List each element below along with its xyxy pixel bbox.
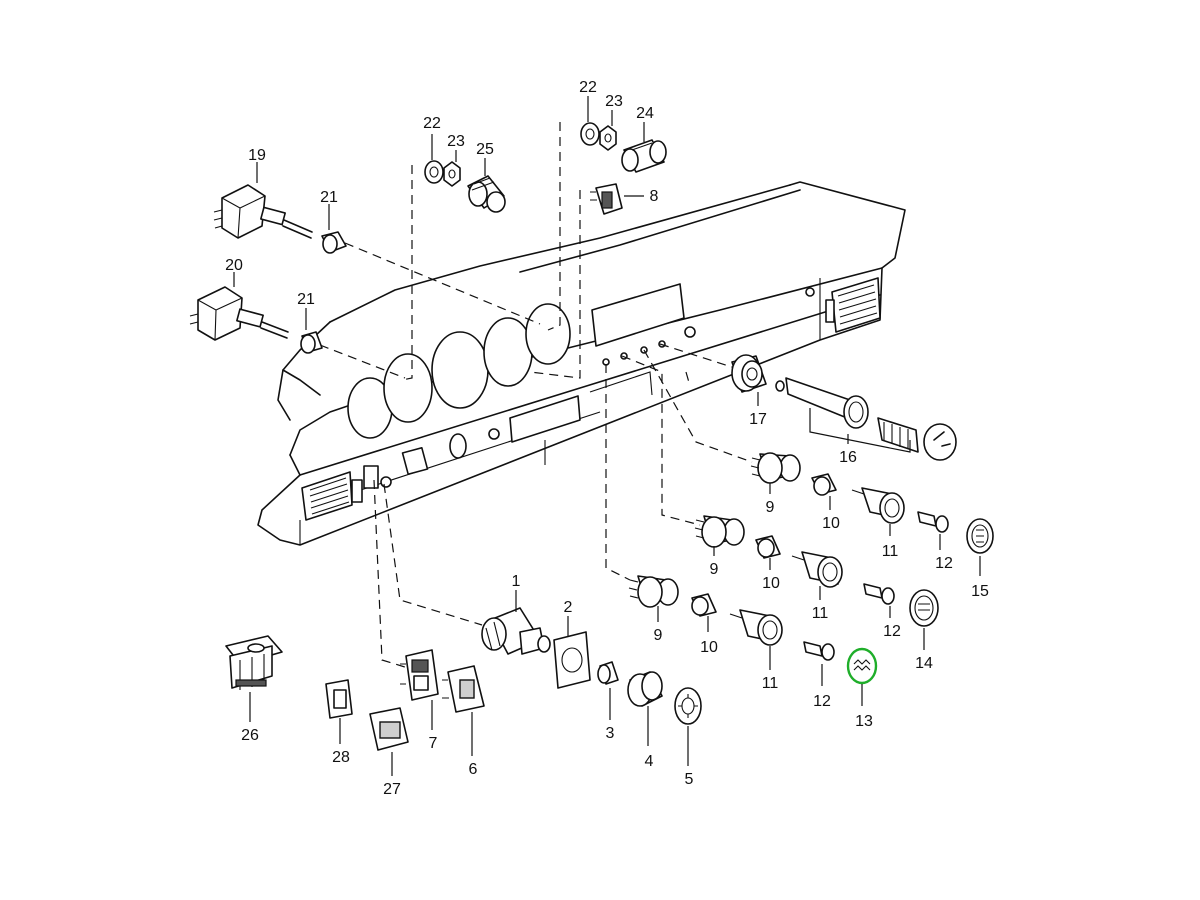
part-14-lens xyxy=(909,589,939,627)
label-7: 7 xyxy=(429,735,438,752)
part-25-knob xyxy=(467,175,506,213)
center-opening xyxy=(509,395,581,443)
label-11-upper: 11 xyxy=(882,543,899,560)
part-5-lens xyxy=(674,687,702,725)
part-6-rocker-switch xyxy=(442,665,485,713)
part-3-nut xyxy=(597,661,619,685)
left-air-vent xyxy=(301,471,363,521)
assembly-lines xyxy=(319,122,753,669)
part-8-switch xyxy=(590,183,623,215)
switch-cutout-1 xyxy=(363,465,379,489)
label-23-left: 23 xyxy=(447,133,465,150)
part-19-headlight-switch xyxy=(213,184,313,239)
gauge-right xyxy=(483,317,533,387)
part-13-symbol-lens xyxy=(846,647,878,685)
part-17-knob xyxy=(731,354,767,393)
part-11-lamp-lower xyxy=(729,609,783,646)
gauge-right-outer xyxy=(525,303,571,365)
label-21-lower: 21 xyxy=(297,291,315,308)
label-10-middle: 10 xyxy=(762,575,780,592)
label-27: 27 xyxy=(383,781,401,798)
part-23-nut-right xyxy=(599,125,617,151)
label-17: 17 xyxy=(749,411,767,428)
label-6: 6 xyxy=(469,761,478,778)
part-23-nut-left xyxy=(443,161,461,187)
part-9-switch-middle xyxy=(694,515,745,548)
mount-hole-4 xyxy=(658,340,666,348)
part-21-bushing-upper xyxy=(321,231,347,254)
radio-opening xyxy=(591,283,685,347)
label-12-upper: 12 xyxy=(935,555,953,572)
part-20-switch xyxy=(189,286,289,341)
label-12-lower: 12 xyxy=(813,693,831,710)
part-11-lamp-middle xyxy=(791,551,843,588)
small-hole-far-right xyxy=(805,287,815,297)
callout-labels: 19 20 21 21 22 23 25 22 23 24 8 17 16 9 … xyxy=(225,79,989,798)
small-hole-right xyxy=(684,326,696,338)
switch-cutout-2 xyxy=(380,476,392,488)
label-15: 15 xyxy=(971,583,989,600)
label-23-right: 23 xyxy=(605,93,623,110)
label-12-middle: 12 xyxy=(883,623,901,640)
right-air-vent xyxy=(825,277,881,333)
label-5: 5 xyxy=(685,771,694,788)
label-1: 1 xyxy=(512,573,521,590)
part-15-lens xyxy=(966,518,994,554)
label-9-middle: 9 xyxy=(710,561,719,578)
part-27-switch xyxy=(369,707,409,751)
label-9-upper: 9 xyxy=(766,499,775,516)
part-2-gasket xyxy=(553,631,591,689)
label-20: 20 xyxy=(225,257,243,274)
label-19: 19 xyxy=(248,147,266,164)
part-12-bulb-upper xyxy=(917,511,949,533)
label-2: 2 xyxy=(564,599,573,616)
label-11-lower: 11 xyxy=(762,675,779,692)
part-9-switch-lower xyxy=(628,575,679,608)
label-21-upper: 21 xyxy=(320,189,338,206)
small-switch-cutout xyxy=(401,446,429,476)
label-13: 13 xyxy=(855,713,873,730)
part-22-washer-left xyxy=(424,160,444,184)
part-26-switch xyxy=(225,635,283,690)
part-10-holder-lower xyxy=(691,593,717,617)
gauge-left xyxy=(383,353,433,423)
part-11-lamp-upper xyxy=(851,487,905,524)
label-24: 24 xyxy=(636,105,654,122)
part-9-switch-upper xyxy=(750,452,801,484)
label-11-middle: 11 xyxy=(812,605,829,622)
part-28-frame xyxy=(325,679,353,719)
part-10-holder-upper xyxy=(811,473,837,496)
part-1-rotary-switch xyxy=(481,607,551,655)
label-8: 8 xyxy=(650,188,659,205)
gauge-center xyxy=(431,331,489,409)
part-4-ring xyxy=(627,671,663,707)
label-16: 16 xyxy=(839,449,857,466)
part-22-washer-right xyxy=(580,122,600,146)
part-21-bushing-lower xyxy=(300,331,323,354)
label-28: 28 xyxy=(332,749,350,766)
part-12-bulb-lower xyxy=(803,641,835,661)
part-16-cigarette-lighter xyxy=(775,377,957,461)
dashboard-body xyxy=(257,181,906,546)
label-4: 4 xyxy=(645,753,654,770)
label-22-right: 22 xyxy=(579,79,597,96)
label-25: 25 xyxy=(476,141,494,158)
part-7-rocker-switch xyxy=(400,649,439,701)
part-10-holder-middle xyxy=(755,535,781,559)
small-hole xyxy=(488,428,500,440)
label-3: 3 xyxy=(606,725,615,742)
label-10-lower: 10 xyxy=(700,639,718,656)
label-26: 26 xyxy=(241,727,259,744)
label-14: 14 xyxy=(915,655,933,672)
label-9-lower: 9 xyxy=(654,627,663,644)
part-12-bulb-middle xyxy=(863,583,895,605)
round-cutout xyxy=(449,433,467,459)
part-24-knob xyxy=(621,139,667,173)
label-22-left: 22 xyxy=(423,115,441,132)
label-10-upper: 10 xyxy=(822,515,840,532)
